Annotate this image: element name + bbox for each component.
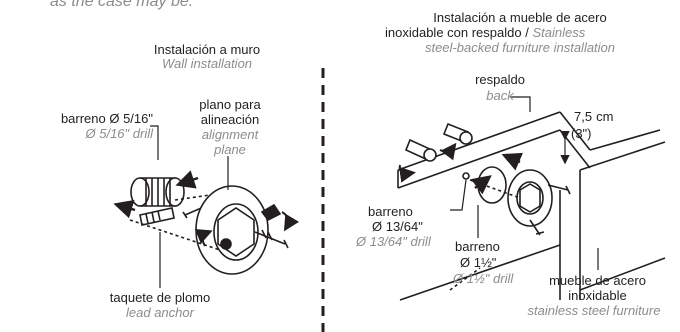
plane-en-2: plane bbox=[214, 142, 246, 157]
dim-inches: (3") bbox=[571, 126, 592, 141]
wall-title-en: Wall installation bbox=[161, 56, 253, 71]
furniture-installation-drawing bbox=[397, 96, 666, 301]
leader-back bbox=[510, 96, 531, 112]
top-fragment: as the case may be. bbox=[50, 0, 194, 10]
wall-title-es: Instalación a muro bbox=[153, 42, 261, 57]
screw-top bbox=[547, 184, 571, 195]
rotate-arrow-right bbox=[281, 211, 300, 232]
drill1-en: Ø 13/64" drill bbox=[356, 234, 431, 249]
leader-drill bbox=[150, 125, 159, 160]
wall-installation-drawing bbox=[113, 125, 300, 288]
wall-drill-en: Ø 5/16" drill bbox=[85, 126, 153, 141]
plane-es-1: plano para bbox=[199, 97, 261, 112]
lead-anchor bbox=[139, 207, 175, 226]
anchor-es: taquete de plomo bbox=[109, 290, 211, 305]
plane-en-1: alignment bbox=[201, 127, 259, 142]
cabinet-es-1: mueble de acero bbox=[549, 273, 646, 288]
drill1-es-2: Ø 13/64" bbox=[372, 219, 423, 234]
arrow-flange bbox=[501, 152, 524, 171]
cabinet-flange bbox=[507, 169, 553, 227]
arrow-anchor bbox=[113, 199, 136, 219]
screw-bottom bbox=[529, 219, 545, 236]
back-es: respaldo bbox=[475, 72, 525, 87]
rotate-arrow-b bbox=[439, 142, 457, 161]
wall-drill-es: barreno Ø 5/16" bbox=[60, 111, 153, 126]
rotate-arrow-left bbox=[194, 229, 213, 247]
threaded-pipe bbox=[130, 177, 185, 207]
rotate-arrow-a bbox=[398, 164, 416, 183]
cabinet-es-2: inoxidable bbox=[568, 288, 627, 303]
wall-plug bbox=[260, 203, 282, 222]
cabinet-en: stainless steel furniture bbox=[527, 303, 661, 318]
small-hole bbox=[462, 172, 470, 180]
valve-handles bbox=[404, 122, 473, 162]
screw-lower bbox=[254, 229, 289, 249]
drill2-es-1: barreno bbox=[455, 239, 500, 254]
back-en: back bbox=[486, 88, 514, 103]
anchor-en: lead anchor bbox=[126, 305, 194, 320]
leader-drill-small bbox=[450, 179, 467, 211]
back-panel bbox=[397, 111, 591, 189]
furniture-title-es-1: Instalación a mueble de acero bbox=[433, 10, 607, 25]
cabinet-body bbox=[399, 129, 666, 301]
arrow-bolt bbox=[470, 175, 492, 195]
furniture-title-en-3: steel-backed furniture installation bbox=[424, 40, 616, 55]
plane-es-2: alineación bbox=[200, 112, 260, 127]
drill2-es-2: Ø 1½" bbox=[460, 255, 497, 270]
drill1-es-1: barreno bbox=[368, 204, 413, 219]
drill2-en: Ø 1½" drill bbox=[453, 271, 514, 286]
furniture-title-es-2: inoxidable con respaldo / Stainless bbox=[385, 25, 586, 40]
arrow-pipe bbox=[175, 170, 199, 189]
flange-plate bbox=[195, 185, 269, 275]
